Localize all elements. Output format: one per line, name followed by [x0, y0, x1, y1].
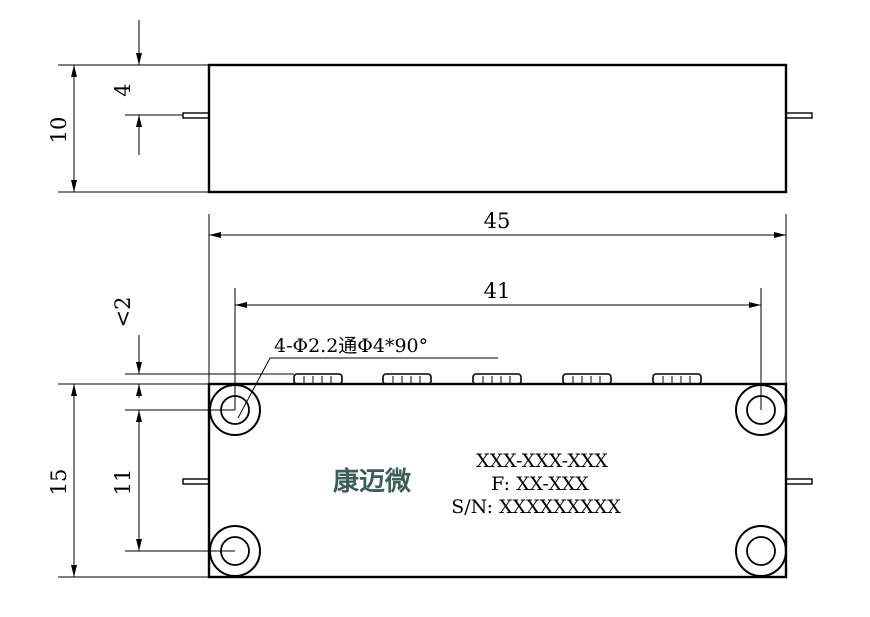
front-view-right-pin [785, 478, 813, 485]
dim-overall-length: 45 [484, 209, 511, 233]
dim-hole-vertical-spacing: 11 [111, 469, 135, 496]
top-view-body [207, 63, 788, 194]
dim-side-margin: <2 [111, 297, 135, 328]
connector-4 [562, 373, 612, 385]
front-view [58, 335, 813, 579]
part-number: XXX-XXX-XXX [476, 450, 608, 472]
dim-top-pin-offset: 4 [111, 83, 135, 96]
top-view-right-pin [785, 112, 813, 119]
connector-3 [472, 373, 522, 385]
connector-1 [293, 373, 343, 385]
hole-callout: 4-Φ2.2通Φ4*90° [274, 335, 428, 357]
top-view-left-pin [182, 112, 210, 119]
frequency-label: F: XX-XXX [491, 473, 589, 495]
mounting-hole-top-right [735, 384, 787, 436]
brand-logo-text: 康迈微 [333, 466, 411, 497]
serial-number: S/N: XXXXXXXXX [451, 496, 621, 518]
connector-2 [382, 373, 432, 385]
connector-5 [652, 373, 702, 385]
dim-top-height: 10 [47, 117, 71, 144]
callout-leader [237, 357, 498, 419]
dim-hole-spacing: 41 [484, 279, 511, 303]
mounting-hole-bottom-right [735, 525, 787, 577]
width-dimensions [208, 214, 787, 410]
top-view [58, 20, 813, 194]
front-view-left-pin [182, 478, 210, 485]
dim-body-height: 15 [47, 469, 71, 496]
